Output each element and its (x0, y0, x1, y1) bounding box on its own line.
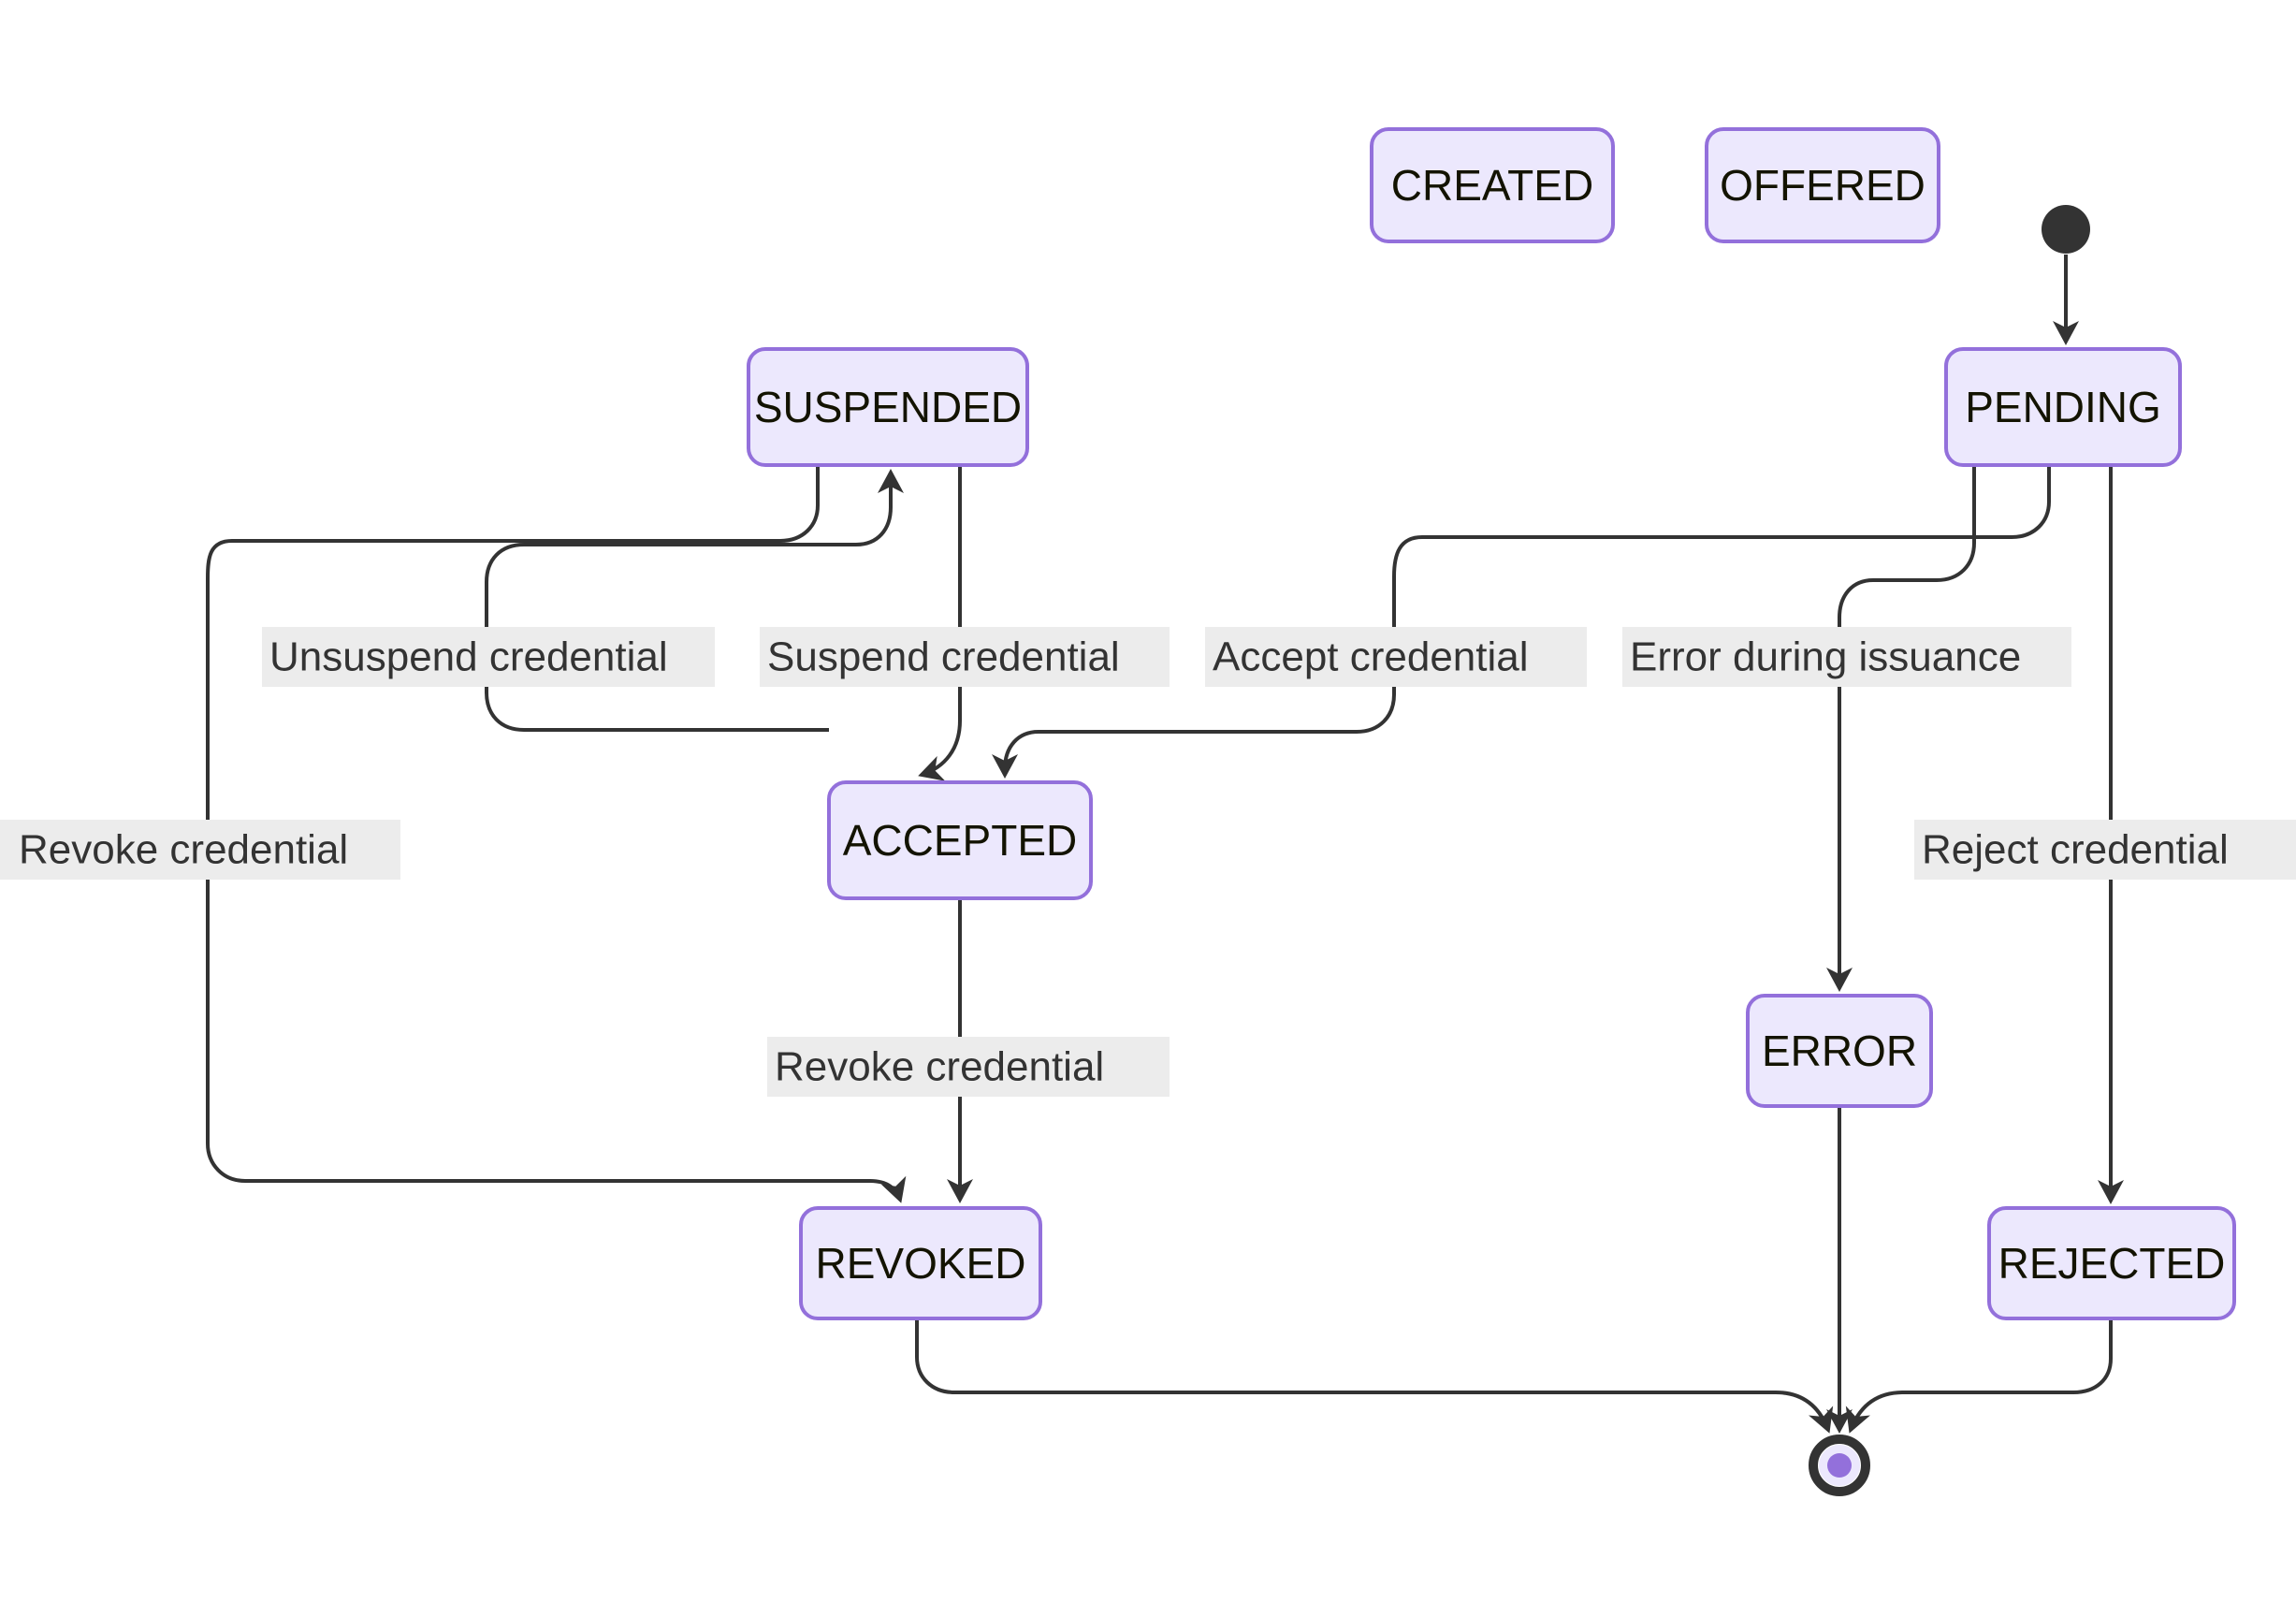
edge-accepted-to-suspended (485, 469, 904, 732)
edge-label-error-during-issuance: Error during issuance (1622, 627, 2071, 687)
state-node-pending[interactable]: PENDING (1944, 347, 2182, 467)
state-node-label: SUSPENDED (754, 383, 1022, 431)
states-layer: CREATED OFFERED SUSPENDED PENDING ACCEPT… (747, 127, 2236, 1320)
edges-layer (206, 255, 2124, 1434)
state-node-label: CREATED (1391, 161, 1593, 210)
state-node-label: ACCEPTED (843, 816, 1077, 865)
state-node-label: PENDING (1965, 383, 2161, 431)
edge-pending-to-error (1826, 465, 1976, 992)
state-node-label: REVOKED (816, 1239, 1026, 1288)
edge-pending-to-accepted (992, 465, 2051, 779)
edge-label-text: Reject credential (1922, 827, 2229, 873)
state-node-suspended[interactable]: SUSPENDED (747, 347, 1029, 467)
edge-label-revoke-credential-center: Revoke credential (767, 1037, 1170, 1097)
state-node-rejected[interactable]: REJECTED (1987, 1206, 2236, 1320)
final-state-marker-icon (1809, 1435, 1870, 1496)
edge-label-text: Accept credential (1213, 634, 1529, 680)
edge-label-text: Suspend credential (767, 634, 1120, 680)
state-node-label: REJECTED (1998, 1239, 2226, 1288)
edge-labels-layer: Unsuspend credential Suspend credential … (0, 627, 2296, 1097)
state-node-label: OFFERED (1720, 161, 1925, 210)
edge-label-accept-credential: Accept credential (1205, 627, 1587, 687)
edge-label-reject-credential: Reject credential (1914, 820, 2296, 880)
initial-state-marker-icon (2042, 205, 2090, 254)
state-node-revoked[interactable]: REVOKED (799, 1206, 1042, 1320)
state-node-offered[interactable]: OFFERED (1705, 127, 1940, 243)
edge-rejected-to-end (1845, 1318, 2113, 1434)
edge-label-text: Error during issuance (1630, 634, 2021, 680)
edge-revoked-to-end (915, 1318, 1834, 1434)
edge-label-revoke-credential-left: Revoke credential (0, 820, 400, 880)
state-node-created[interactable]: CREATED (1370, 127, 1615, 243)
edge-label-suspend-credential: Suspend credential (760, 627, 1170, 687)
state-node-error[interactable]: ERROR (1746, 994, 1933, 1108)
edge-label-text: Unsuspend credential (269, 634, 668, 680)
edge-suspended-to-revoked (206, 465, 907, 1203)
state-node-accepted[interactable]: ACCEPTED (827, 780, 1093, 900)
markers-layer (1809, 205, 2090, 1496)
edge-label-text: Revoke credential (19, 827, 348, 873)
edge-label-unsuspend-credential: Unsuspend credential (262, 627, 715, 687)
edge-suspended-to-accepted (918, 465, 962, 781)
edge-label-text: Revoke credential (775, 1044, 1104, 1090)
state-node-label: ERROR (1762, 1027, 1917, 1075)
